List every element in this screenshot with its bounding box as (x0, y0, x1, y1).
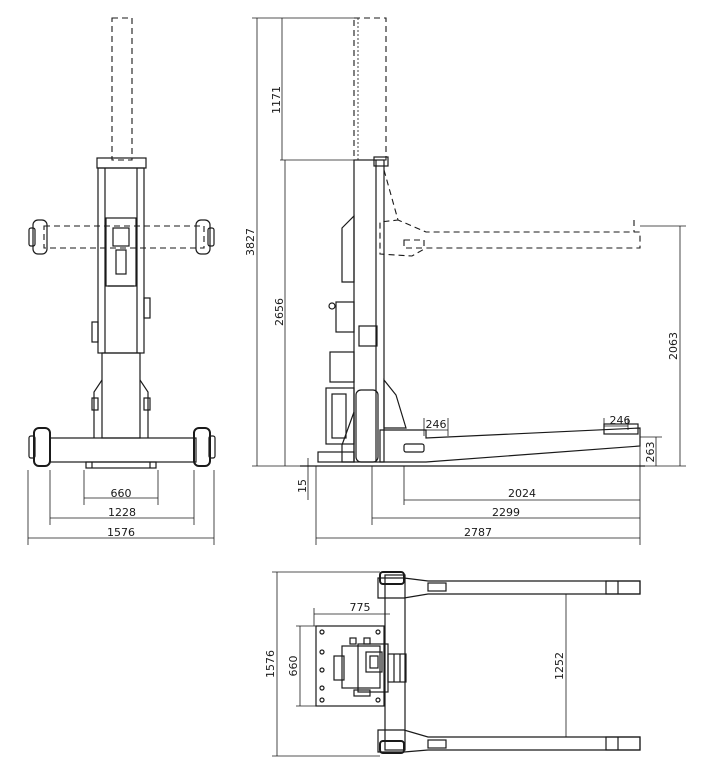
side-pump (325, 387, 355, 445)
side-plate (358, 325, 378, 347)
top-dimensions: 775 1576 660 1252 (264, 571, 567, 757)
dim-side-2787: 2787 (464, 526, 492, 539)
side-fork (379, 427, 641, 463)
front-column-lower (101, 352, 141, 439)
side-raised-fork-outline (379, 169, 641, 257)
dim-top-1252: 1252 (553, 652, 566, 680)
dim-side-246-tip: 246 (610, 414, 631, 427)
side-dimensions: 3827 1171 2656 2063 263 246 246 15 (244, 17, 686, 545)
top-wheel-upper (379, 571, 405, 585)
top-wheel-lower (379, 740, 405, 754)
top-base-beam (384, 574, 406, 751)
dim-top-1576: 1576 (264, 650, 277, 678)
dim-side-2063: 2063 (667, 332, 680, 360)
front-brace-right (139, 379, 149, 438)
dim-side-2024: 2024 (508, 487, 536, 500)
front-dimensions: 660 1228 1576 (27, 470, 215, 545)
dim-side-246-heel: 246 (426, 418, 447, 431)
front-column-extended-outline (111, 17, 133, 161)
dim-side-2299: 2299 (492, 506, 520, 519)
front-base-beam (49, 437, 197, 463)
side-column-extended-outline (353, 17, 387, 161)
dim-front-660: 660 (111, 487, 132, 500)
side-view: 3827 1171 2656 2063 263 246 246 15 (244, 17, 686, 545)
side-base-foot (317, 451, 355, 463)
top-pump-block (387, 653, 407, 683)
top-view: 775 1576 660 1252 (264, 571, 641, 757)
side-wheel (355, 389, 379, 463)
side-control-box (341, 214, 355, 283)
front-raised-wheel-left (32, 219, 48, 255)
top-column (341, 645, 381, 689)
dim-front-1576: 1576 (107, 526, 135, 539)
front-side-box-left (91, 321, 99, 343)
dim-side-263: 263 (644, 442, 657, 463)
front-view: 660 1228 1576 (27, 17, 216, 545)
side-column-cap (373, 156, 389, 167)
front-brace-left (93, 379, 103, 438)
dim-top-660: 660 (287, 656, 300, 677)
dim-side-15: 15 (296, 479, 309, 493)
side-brace (341, 411, 355, 463)
front-wheel-right (193, 427, 211, 467)
front-raised-fork-outline (43, 225, 205, 249)
dim-side-2656: 2656 (273, 298, 286, 326)
dim-side-3827: 3827 (244, 228, 257, 256)
front-side-box-right (143, 297, 151, 319)
dim-front-1228: 1228 (108, 506, 136, 519)
top-base-plate (315, 625, 385, 707)
dim-top-775: 775 (350, 601, 371, 614)
side-column (353, 159, 385, 463)
front-base-pad (85, 461, 157, 469)
front-wheel-left (33, 427, 51, 467)
side-motor-upper (335, 301, 355, 333)
top-fork-lower (377, 729, 641, 753)
front-raised-wheel-right (195, 219, 211, 255)
side-lower-bracket (383, 378, 407, 429)
top-fork-upper (377, 577, 641, 599)
side-motor (329, 351, 355, 383)
dim-side-1171: 1171 (270, 86, 283, 114)
